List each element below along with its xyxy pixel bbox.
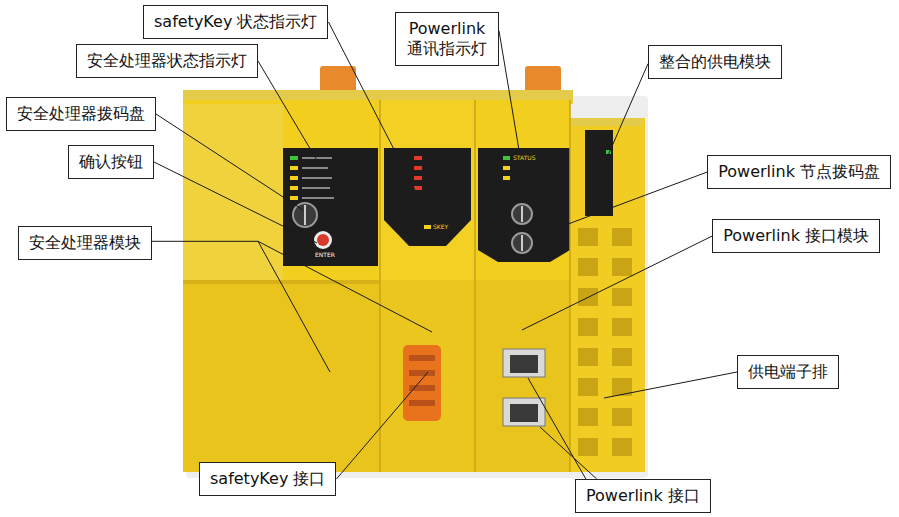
callout-box: Powerlink 接口模块 [712,219,880,253]
callout-text: 供电端子排 [748,362,828,382]
device-marking: ENTER [315,252,335,258]
leader-line [604,372,737,398]
leader-line [258,241,330,372]
callout-box: 安全处理器模块 [18,226,152,260]
leader-line [606,64,648,160]
callout-box: Powerlink 节点拨码盘 [707,155,891,189]
device-marking: STATUS [513,155,536,161]
callout-text: safetyKey 状态指示灯 [154,12,317,32]
callout-text: Powerlink 接口模块 [723,226,869,246]
callout-text: 安全处理器拨码盘 [17,104,145,124]
leader-line [536,172,707,236]
leader-line [499,31,519,150]
callout-text: Powerlink 接口 [586,486,700,506]
leader-line [156,114,303,210]
callout-box: 供电端子排 [737,355,839,389]
callout-text: 确认按钮 [79,152,143,172]
leader-line [258,61,318,162]
callout-text: 安全处理器模块 [29,233,141,253]
callout-box: 安全处理器拨码盘 [6,97,156,131]
callout-text: 整合的供电模块 [659,52,771,72]
callout-box: safetyKey 状态指示灯 [143,5,328,39]
callout-text: 安全处理器状态指示灯 [87,51,247,71]
leader-line [522,236,712,330]
leader-line [336,372,428,479]
callout-box: safetyKey 接口 [199,462,336,496]
callout-box: 整合的供电模块 [648,45,782,79]
callout-box: 安全处理器状态指示灯 [76,44,258,78]
callout-text: Powerlink 通讯指示灯 [406,19,488,59]
leader-line [528,378,586,479]
callout-box: Powerlink 接口 [575,479,711,513]
leader-line [258,241,432,332]
leader-line [152,241,258,242]
callout-text: Powerlink 节点拨码盘 [718,162,880,182]
device-marking: SKEY [433,224,448,230]
callout-text: safetyKey 接口 [210,469,325,489]
callout-box: 确认按钮 [68,145,154,179]
leader-line [540,427,597,479]
leader-line [154,162,317,243]
callout-box: Powerlink 通讯指示灯 [395,12,499,66]
